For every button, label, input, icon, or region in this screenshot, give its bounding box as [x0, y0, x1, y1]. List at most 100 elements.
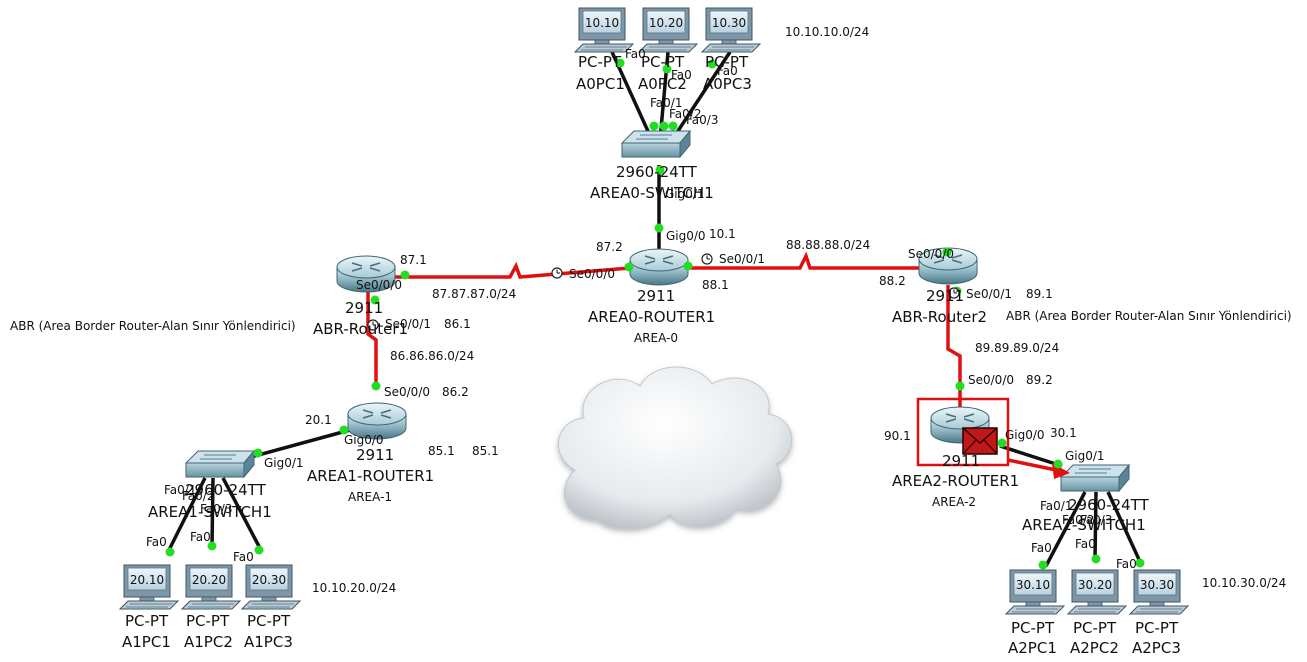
- pdu-envelope-icon[interactable]: [962, 427, 998, 455]
- a1pc3-port-label: Fa0: [233, 550, 254, 564]
- port-status-dot: [1135, 558, 1145, 568]
- a0switch-uplink-label: Gig0/1: [665, 187, 705, 201]
- area2-switch-icon[interactable]: [1059, 463, 1131, 493]
- link-a2switch-pc2: [1093, 491, 1098, 561]
- a1pc1-port-label: Fa0: [146, 535, 167, 549]
- selected-device-highlight: [916, 397, 1010, 467]
- clock-icon: [551, 267, 563, 279]
- a1pc1-computer-icon-screen-label: 20.10: [130, 573, 164, 587]
- a1pc1-computer-icon[interactable]: 20.10: [118, 564, 180, 610]
- a0pc1-computer-icon-screen-label: 10.10: [585, 16, 619, 30]
- a0router-right-ip-label: 88.1: [702, 278, 729, 292]
- port-status-dot: [339, 425, 349, 435]
- a2switch-port2-label: Fa0/2: [1062, 513, 1094, 527]
- abr2-name-label: ABR-Router2: [892, 308, 987, 326]
- clock-icon: [367, 319, 379, 331]
- area2-network-label: 10.10.30.0/24: [1202, 576, 1286, 590]
- a1router-up-port-label: Se0/0/0: [384, 385, 430, 399]
- area1-router-icon[interactable]: [347, 402, 407, 440]
- a0pc1-port-label: Fa0: [625, 47, 646, 61]
- port-status-dot: [1091, 554, 1101, 564]
- abr1-top-ip-label: 87.1: [400, 253, 427, 267]
- link-abr2-down-network-label: 89.89.89.0/24: [975, 341, 1059, 355]
- a1switch-port2-label: Fa0/2: [182, 489, 214, 503]
- a0pc2-computer-icon[interactable]: 10.20: [637, 7, 699, 53]
- a0pc3-computer-icon-screen-label: 10.30: [712, 16, 746, 30]
- a0switch-port3-label: Fa0/3: [686, 113, 718, 127]
- a2pc3-computer-icon-screen-label: 30.30: [1140, 578, 1174, 592]
- a1switch-model-label: 2960-24TT: [185, 481, 267, 499]
- port-status-dot: [370, 295, 380, 305]
- a0pc3-computer-icon[interactable]: 10.30: [700, 7, 762, 53]
- a1pc3-computer-icon[interactable]: 20.30: [240, 564, 302, 610]
- area2-router-icon[interactable]: [930, 406, 990, 444]
- serial-link-abr1-area1: [366, 290, 378, 382]
- a2pc1-computer-icon[interactable]: 30.10: [1004, 569, 1066, 615]
- abr1-down-port-label: Se0/0/1: [385, 317, 431, 331]
- link-right-network-label: 88.88.88.0/24: [786, 238, 870, 252]
- abr1-description-label: ABR (Area Border Router-Alan Sınır Yönle…: [10, 319, 296, 333]
- a2switch-port3-label: Fa0/3: [1080, 513, 1112, 527]
- a0pc1-name-label: A0PC1: [576, 75, 625, 93]
- link-a2router-switch: [999, 444, 1063, 468]
- a0switch-port1-label: Fa0/1: [650, 96, 682, 110]
- a1router-extra-label-1: 85.1: [428, 444, 455, 458]
- a1router-model-label: 2911: [356, 446, 394, 464]
- a2router-up-port-label: Se0/0/0: [968, 373, 1014, 387]
- a0pc3-name-label: A0PC3: [703, 75, 752, 93]
- cloud-icon: [557, 366, 793, 529]
- a1switch-port3-label: Fa0/3: [200, 502, 232, 516]
- a2router-up-ip-label: 89.2: [1026, 373, 1053, 387]
- port-status-dot: [955, 381, 965, 391]
- a2switch-uplink-label: Gig0/1: [1065, 449, 1105, 463]
- link-a1switch-pc1: [166, 477, 207, 553]
- a1pc2-computer-icon[interactable]: 20.20: [180, 564, 242, 610]
- a0pc1-computer-icon[interactable]: 10.10: [573, 7, 635, 53]
- a0router-model-label: 2911: [637, 287, 675, 305]
- a1router-up-ip-label: 86.2: [442, 385, 469, 399]
- abr1-router-icon[interactable]: [336, 255, 396, 293]
- a1pc1-name-label: A1PC1: [122, 633, 171, 651]
- a2pc2-computer-icon[interactable]: 30.20: [1066, 569, 1128, 615]
- port-status-dot: [615, 58, 625, 68]
- area0-network-label: 10.10.10.0/24: [785, 25, 869, 39]
- area0-switch-icon[interactable]: [620, 129, 692, 159]
- area1-network-label: 10.10.20.0/24: [312, 581, 396, 595]
- abr2-down-ip-label: 89.1: [1026, 287, 1053, 301]
- link-a2switch-pc1: [1044, 491, 1087, 567]
- abr2-down-port-label: Se0/0/1: [966, 287, 1012, 301]
- abr2-model-label: 2911: [926, 287, 964, 305]
- port-status-dot: [659, 121, 669, 131]
- a1router-area-label: AREA-1: [348, 490, 392, 504]
- a0pc2-port-label: Fa0: [671, 68, 692, 82]
- a1router-extra-label-2: 85.1: [472, 444, 499, 458]
- a1switch-uplink-label: Gig0/1: [264, 456, 304, 470]
- a0router-gig-ip-label: 10.1: [709, 227, 736, 241]
- abr2-left-port-label: Se0/0/0: [908, 247, 954, 261]
- a2switch-name-label: AREA2-SWITCH1: [1022, 516, 1146, 534]
- a0pc1-type-label: PC-PT: [578, 53, 622, 71]
- a1pc3-computer-icon-screen-label: 20.30: [252, 573, 286, 587]
- a1router-gig-port-label: Gig0/0: [344, 433, 384, 447]
- a1router-name-label: AREA1-ROUTER1: [307, 467, 434, 485]
- a0switch-port2-label: Fa0/2: [669, 107, 701, 121]
- a0pc3-type-label: PC-PT: [705, 53, 749, 71]
- link-abr1-down-network-label: 86.86.86.0/24: [390, 349, 474, 363]
- port-status-dot: [668, 121, 678, 131]
- port-status-dot: [1053, 459, 1063, 469]
- area0-router-icon[interactable]: [629, 248, 689, 286]
- abr2-description-label: ABR (Area Border Router-Alan Sınır Yönle…: [1006, 309, 1292, 323]
- port-status-dot: [683, 261, 693, 271]
- a2switch-model-label: 2960-24TT: [1068, 496, 1150, 514]
- a2pc1-type-label: PC-PT: [1011, 619, 1055, 637]
- a2router-left-ip-label: 90.1: [884, 429, 911, 443]
- clock-icon: [701, 253, 713, 265]
- area1-switch-icon[interactable]: [184, 449, 256, 479]
- a2pc3-name-label: A2PC3: [1132, 639, 1181, 657]
- a2router-gig-port-label: Gig0/0: [1005, 428, 1045, 442]
- a1pc1-type-label: PC-PT: [125, 612, 169, 630]
- port-status-dot: [624, 262, 634, 272]
- port-status-dot: [371, 381, 381, 391]
- a2pc3-computer-icon[interactable]: 30.30: [1128, 569, 1190, 615]
